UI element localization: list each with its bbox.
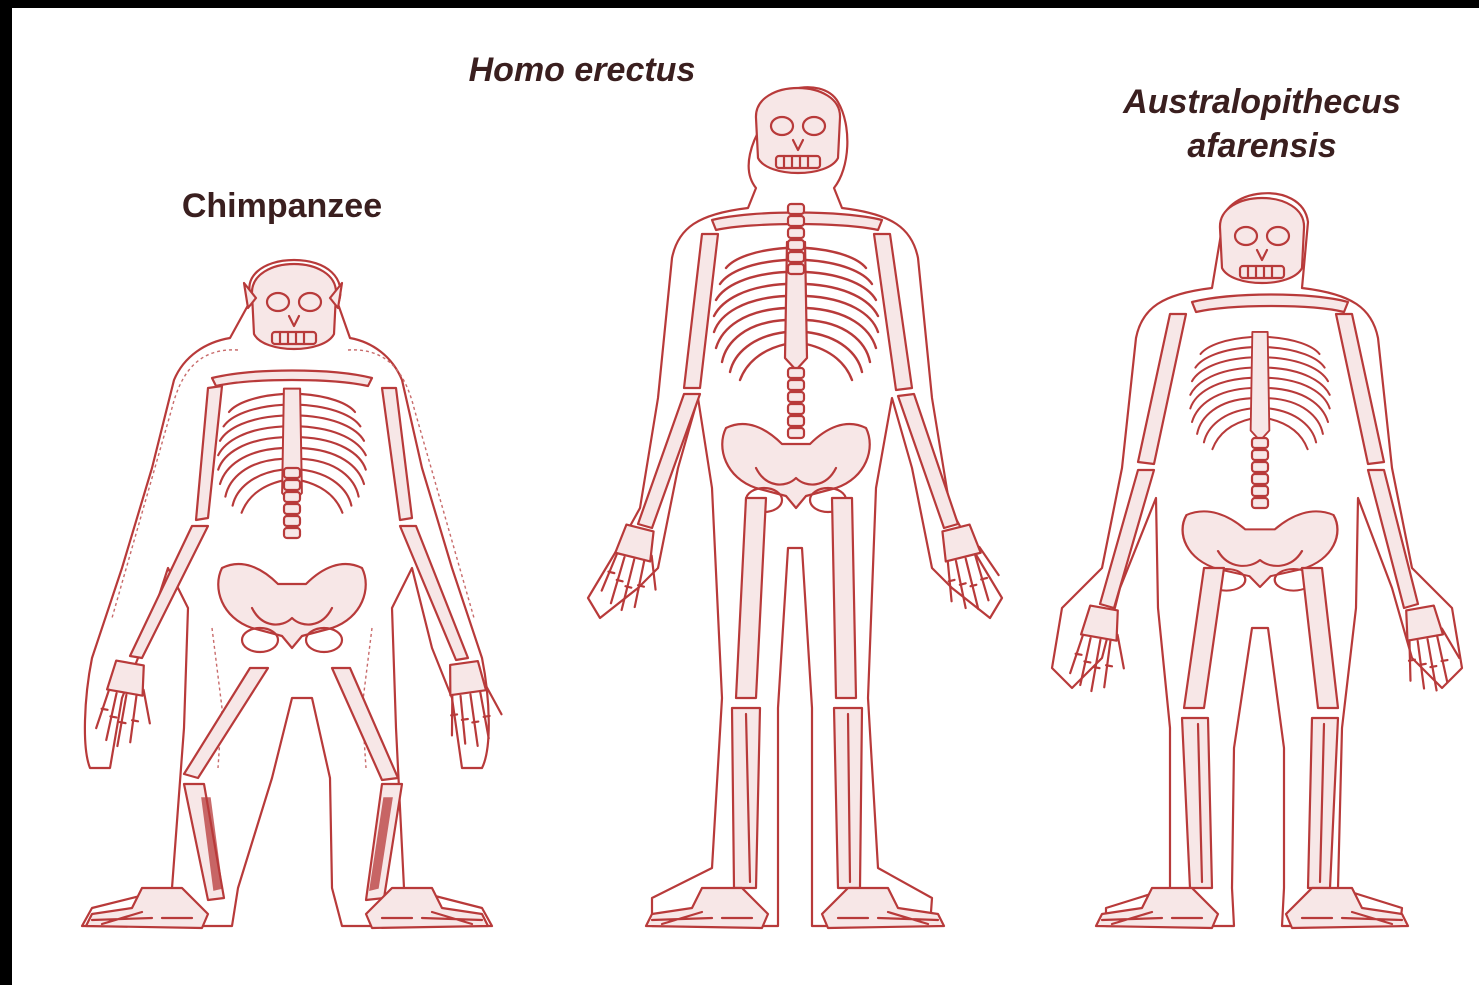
skeleton-homo-erectus	[588, 87, 1005, 928]
skeleton-chimpanzee	[82, 260, 505, 928]
skeleton-comparison-diagram: Chimpanzee Homo erectus Australopithecus…	[12, 8, 1479, 985]
skeleton-australopithecus-afarensis	[1052, 193, 1464, 928]
skeletons-svg	[12, 8, 1479, 985]
